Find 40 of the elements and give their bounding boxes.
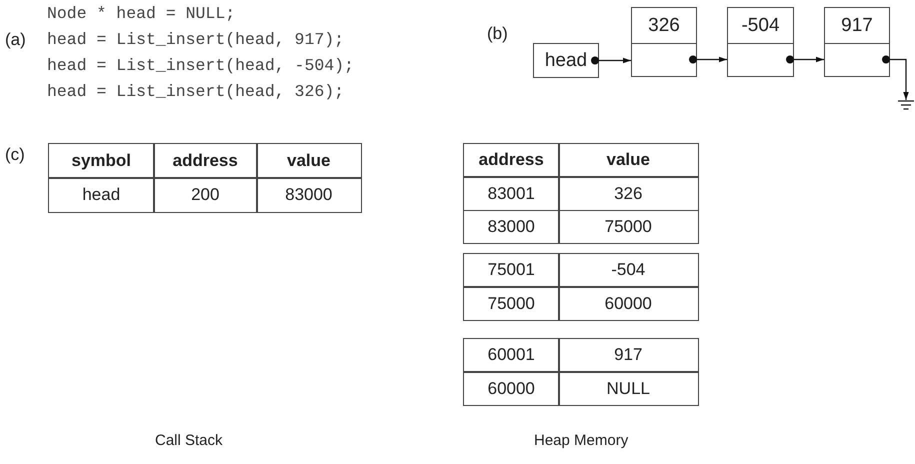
table-cell: 200 <box>153 177 258 212</box>
table-cell: 917 <box>558 338 698 372</box>
column-header: address <box>463 143 560 177</box>
table-cell: 75000 <box>558 210 698 244</box>
code-line: head = List_insert(head, 326); <box>47 82 344 101</box>
table-cell: 326 <box>558 177 698 211</box>
panel-label: (a) <box>5 30 26 50</box>
panel-label: (b) <box>487 24 508 44</box>
column-header: symbol <box>48 143 154 178</box>
table-cell: 75001 <box>463 253 560 287</box>
column-header: value <box>256 143 362 178</box>
node-value: -504 <box>728 8 793 44</box>
node-value: 917 <box>825 8 889 44</box>
pointer-arrow <box>689 56 727 64</box>
caption: Heap Memory <box>534 432 628 449</box>
table-cell: 75000 <box>463 287 560 321</box>
table-cell: -504 <box>558 253 698 287</box>
table-cell: NULL <box>558 372 698 406</box>
pointer-arrow <box>786 56 824 64</box>
table-cell: head <box>48 177 154 212</box>
table-cell: 83000 <box>463 210 560 244</box>
pointer-arrow <box>882 56 909 100</box>
list-node-box <box>727 7 794 77</box>
pointer-box: head <box>533 43 599 78</box>
code-line: head = List_insert(head, -504); <box>47 56 354 75</box>
table-cell: 60000 <box>558 287 698 321</box>
table-cell: 83001 <box>463 177 560 211</box>
code-line: head = List_insert(head, 917); <box>47 30 344 49</box>
table-cell: 83000 <box>256 177 362 212</box>
list-node-box <box>824 7 890 77</box>
panel-label: (c) <box>5 145 25 165</box>
table-cell: 60001 <box>463 338 560 372</box>
column-header: address <box>153 143 258 178</box>
code-line: Node * head = NULL; <box>47 4 236 23</box>
caption: Call Stack <box>155 432 223 449</box>
table-cell: 60000 <box>463 372 560 406</box>
node-value: 326 <box>632 8 696 44</box>
column-header: value <box>558 143 698 177</box>
list-node-box <box>631 7 697 77</box>
pointer-arrow <box>591 56 631 64</box>
